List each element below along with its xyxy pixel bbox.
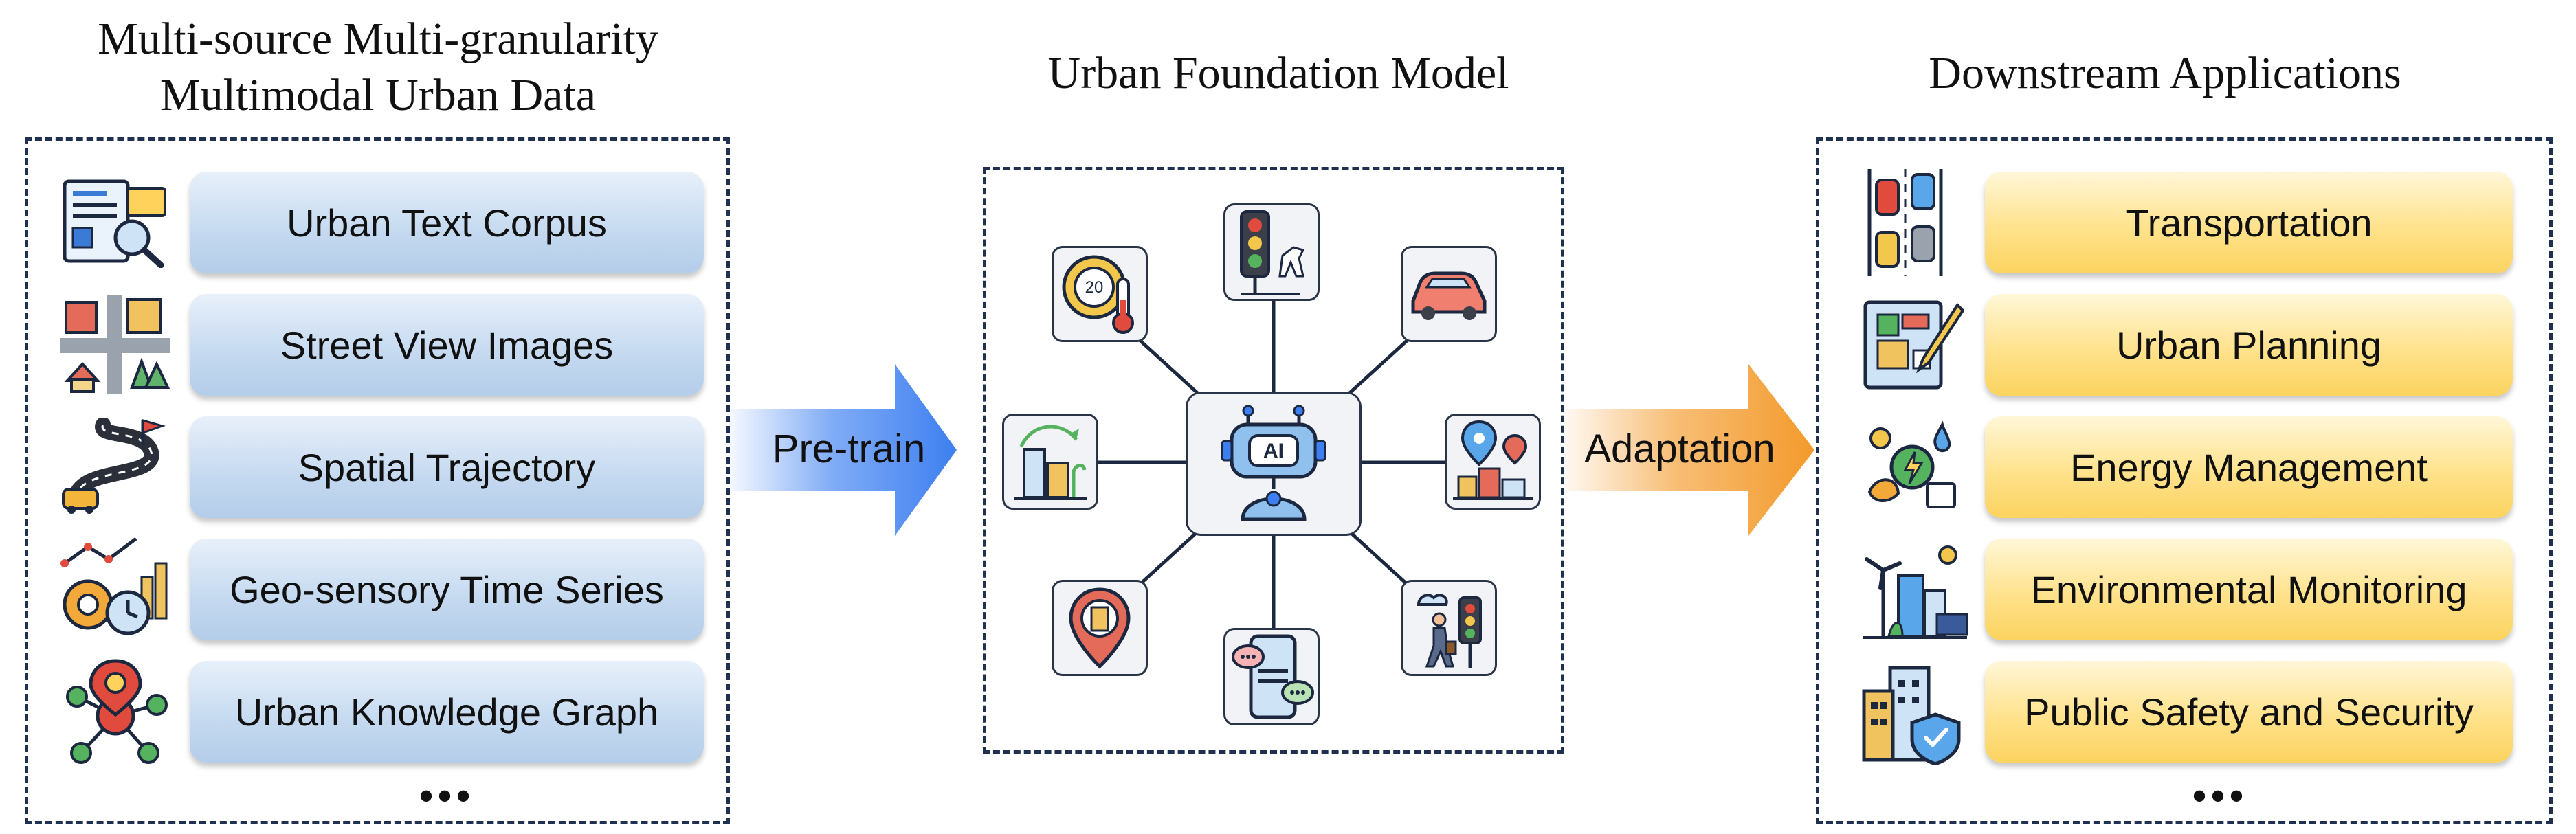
data-item-label: Spatial Trajectory <box>298 445 596 489</box>
knowledge-graph-icon <box>66 659 168 764</box>
app-item-label: Urban Planning <box>2116 323 2382 367</box>
left-title-line1: Multi-source Multi-granularity <box>98 14 658 64</box>
document-search-icon <box>63 179 166 268</box>
right-title: Downstream Applications <box>1929 48 2401 98</box>
app-item-transportation: Transportation <box>1985 172 2513 273</box>
app-item-energy-management: Energy Management <box>1985 416 2513 518</box>
left-panel <box>25 137 730 824</box>
data-item-label: Geo-sensory Time Series <box>230 567 664 611</box>
pedestrian-icon <box>1417 594 1482 668</box>
pretrain-arrow <box>730 364 957 536</box>
left-title-line2: Multimodal Urban Data <box>159 70 597 120</box>
street-view-icon <box>60 295 170 394</box>
building-cycle-icon <box>1014 425 1087 500</box>
energy-icon <box>1867 420 1956 508</box>
middle-panel <box>983 167 1564 754</box>
data-item-spatial-trajectory: Spatial Trajectory <box>190 416 704 518</box>
secure-building-icon <box>1862 666 1961 765</box>
wind-city-icon <box>1863 545 1968 639</box>
app-item-label: Transportation <box>2125 201 2373 245</box>
car-icon <box>1411 271 1487 320</box>
trajectory-icon <box>62 418 166 514</box>
adaptation-label: Adaptation <box>1584 427 1775 471</box>
ai-label: AI <box>1263 440 1284 462</box>
data-item-urban-knowledge-graph: Urban Knowledge Graph <box>190 661 704 763</box>
thermostat-value: 20 <box>1085 278 1104 297</box>
left-title: Multi-source Multi-granularity Multimoda… <box>21 11 735 124</box>
map-pin-buildings-icon <box>1453 420 1533 500</box>
sensor-timeseries-icon <box>60 537 168 635</box>
pretrain-label: Pre-train <box>772 427 926 471</box>
left-ellipsis: ••• <box>419 773 475 819</box>
data-item-label: Street View Images <box>280 323 614 367</box>
app-item-label: Energy Management <box>2070 445 2428 489</box>
traffic-light-node <box>1223 203 1320 301</box>
chat-phone-icon <box>1232 634 1314 719</box>
right-ellipsis: ••• <box>2192 773 2248 819</box>
right-panel <box>1816 137 2553 824</box>
thermostat-icon: 20 <box>1062 255 1134 334</box>
data-item-street-view-images: Street View Images <box>190 294 704 396</box>
app-item-label: Environmental Monitoring <box>2030 567 2467 611</box>
app-item-public-safety: Public Safety and Security <box>1985 661 2513 763</box>
app-item-urban-planning: Urban Planning <box>1985 294 2513 396</box>
traffic-cars-icon <box>1864 169 1946 276</box>
ai-robot-icon: AI <box>1221 405 1326 521</box>
data-item-label: Urban Knowledge Graph <box>234 690 659 734</box>
blueprint-icon <box>1863 300 1964 390</box>
app-item-environmental-monitoring: Environmental Monitoring <box>1985 539 2513 640</box>
app-item-label: Public Safety and Security <box>2024 690 2474 734</box>
data-item-urban-text-corpus: Urban Text Corpus <box>190 172 704 273</box>
location-pin-icon <box>1069 587 1131 669</box>
adaptation-arrow <box>1563 364 1814 536</box>
data-item-geo-sensory-time-series: Geo-sensory Time Series <box>190 539 704 640</box>
traffic-light-icon <box>1240 210 1305 295</box>
data-item-label: Urban Text Corpus <box>287 201 607 245</box>
middle-title: Urban Foundation Model <box>1047 48 1509 98</box>
